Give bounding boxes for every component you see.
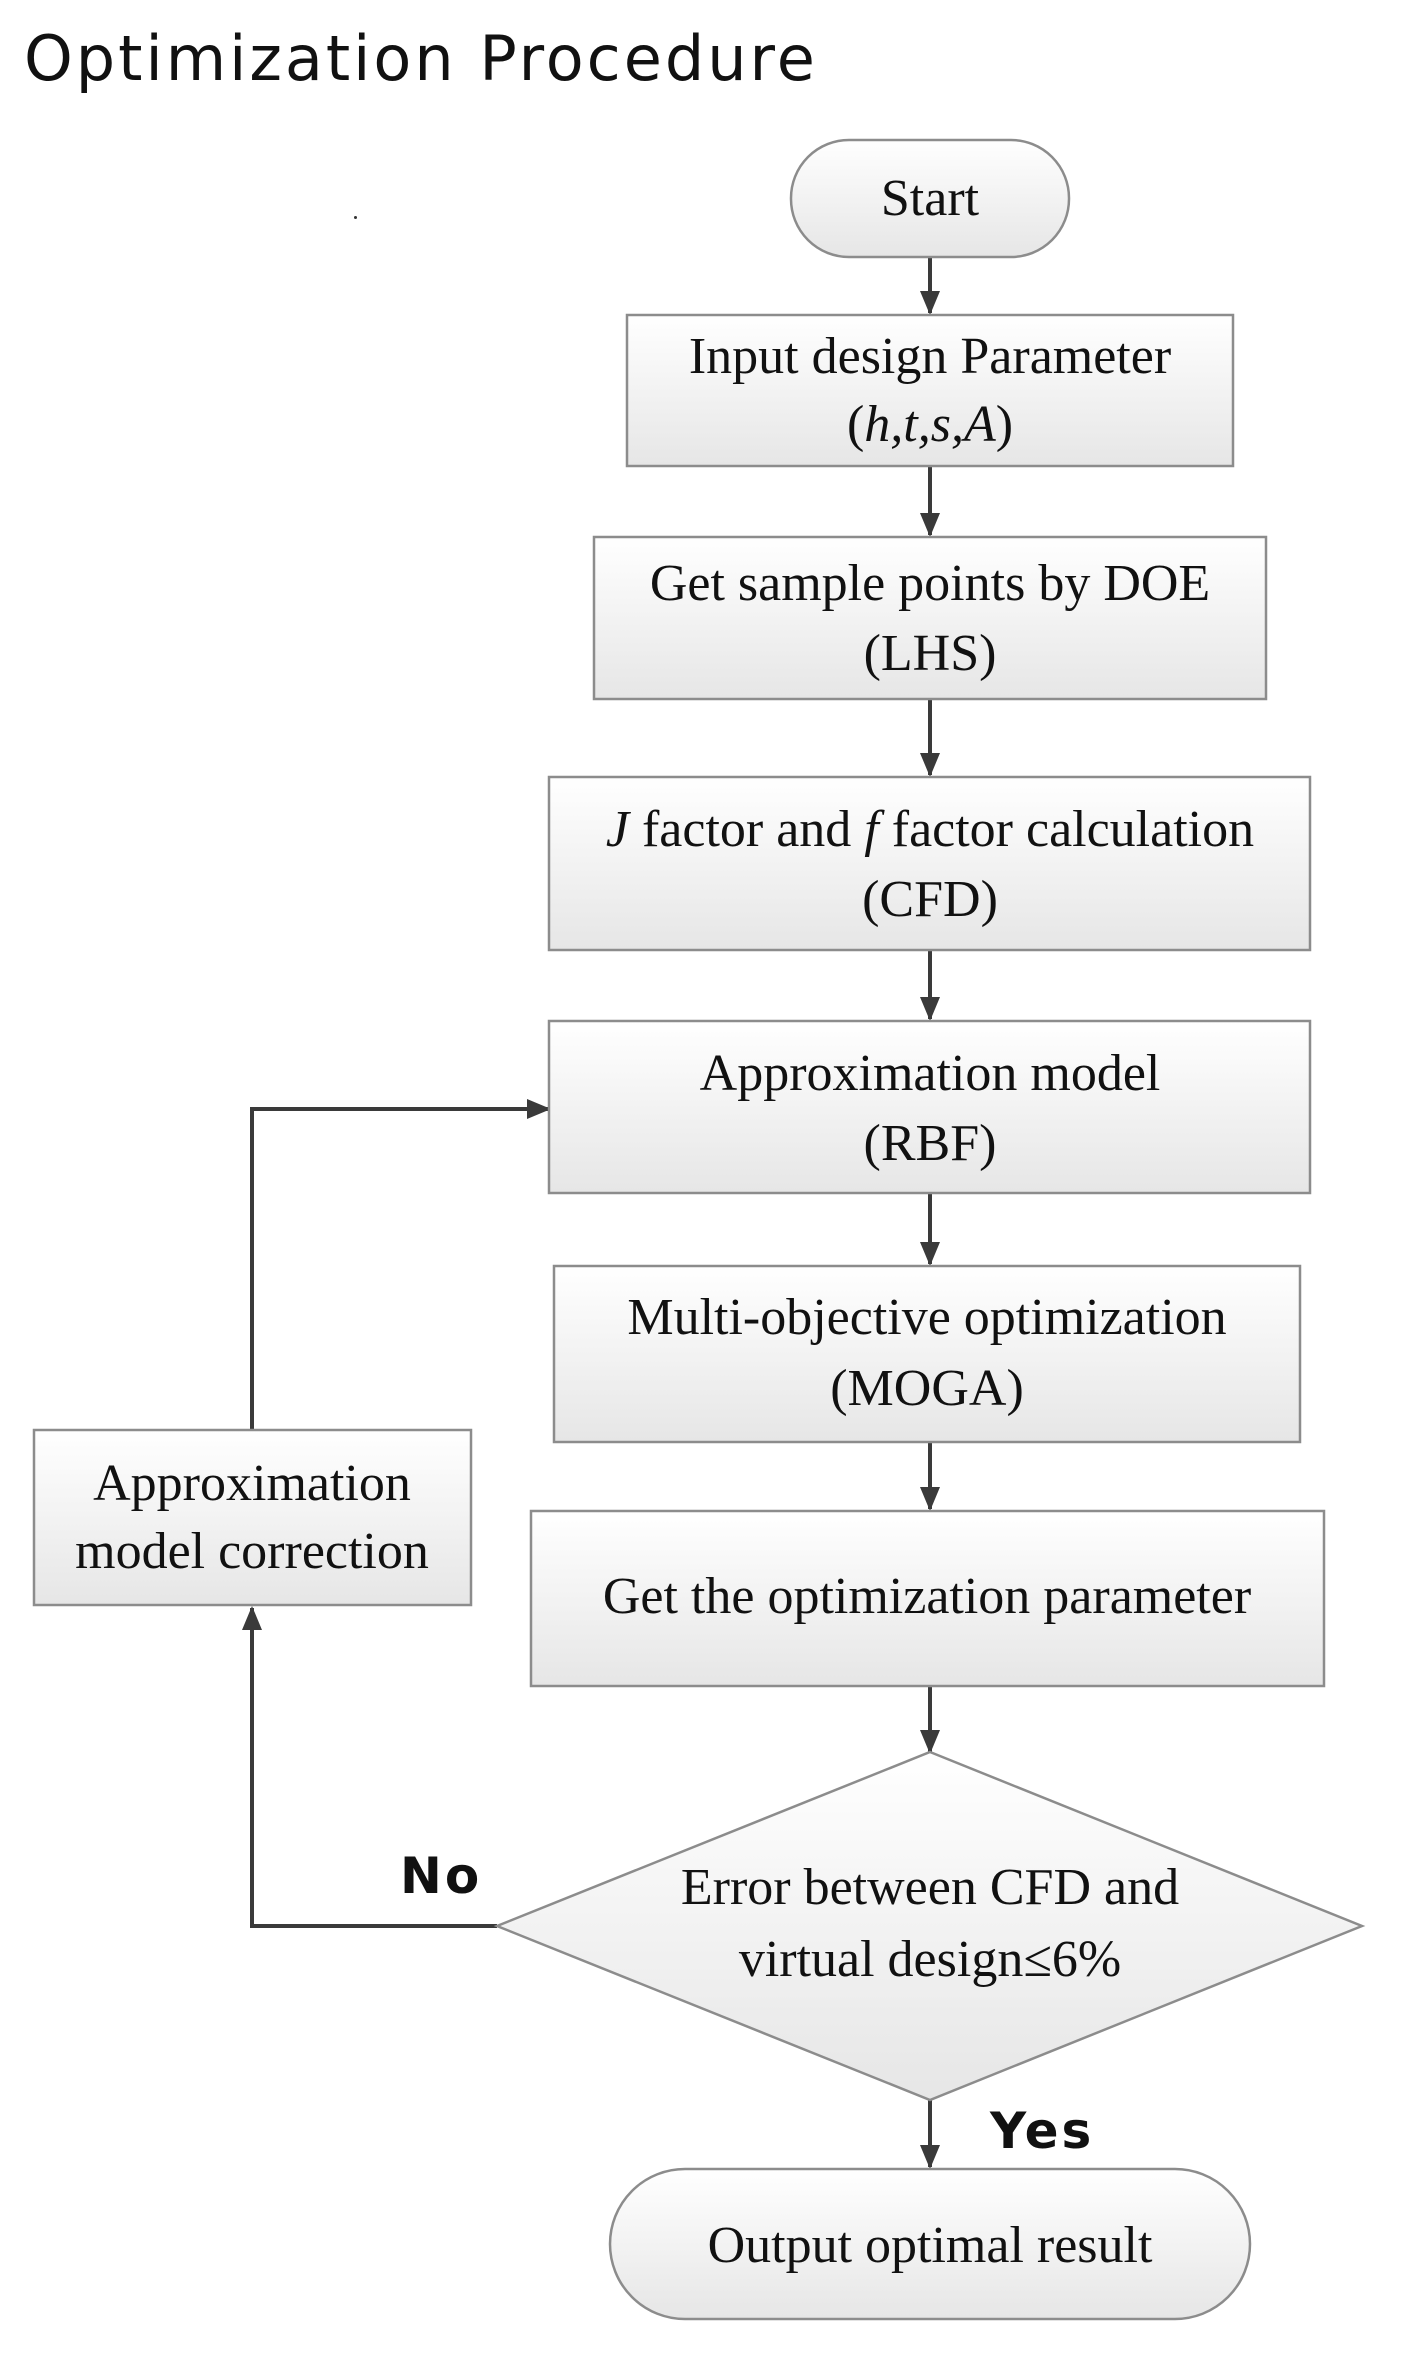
- arrow-no-to-correction: [242, 1606, 497, 1928]
- approx-model-box: Approximation model (RBF): [547, 1019, 1312, 1195]
- connectors: [242, 258, 940, 2169]
- get-params-box: Get the optimization parameter: [529, 1509, 1326, 1688]
- moga-line2: (MOGA): [830, 1360, 1024, 1417]
- output-terminal: Output optimal result: [608, 2167, 1252, 2321]
- decision-line1: Error between CFD and: [681, 1859, 1179, 1916]
- start-terminal: Start: [789, 138, 1071, 259]
- factor-calc-box: J factor and f factor calculation (CFD): [547, 775, 1312, 952]
- correction-line2: model correction: [75, 1523, 429, 1580]
- input-params-line2: (h,t,s,A): [847, 396, 1013, 453]
- page-title: Optimization Procedure: [24, 22, 818, 95]
- sample-points-line1: Get sample points by DOE: [650, 555, 1210, 612]
- moga-line1: Multi-objective optimization: [627, 1289, 1226, 1346]
- stray-dot: [354, 216, 357, 219]
- factor-calc-line1: J factor and f factor calculation: [606, 801, 1254, 858]
- approx-model-line1: Approximation model: [700, 1045, 1161, 1102]
- approx-model-line2: (RBF): [864, 1115, 997, 1172]
- factor-calc-line2: (CFD): [862, 871, 998, 928]
- decision-diamond: Error between CFD and virtual design≤6%: [493, 1750, 1366, 2102]
- output-label: Output optimal result: [708, 2217, 1153, 2274]
- correction-line1: Approximation: [93, 1455, 411, 1512]
- input-params-vars: h,t,s,A: [864, 396, 996, 453]
- input-params-box: Input design Parameter (h,t,s,A): [625, 313, 1235, 468]
- yes-label: Yes: [989, 2102, 1094, 2160]
- get-params-line1: Get the optimization parameter: [603, 1568, 1251, 1625]
- j-symbol: J: [606, 801, 632, 858]
- sample-points-line2: (LHS): [864, 625, 997, 682]
- input-params-line1: Input design Parameter: [689, 328, 1171, 385]
- start-label: Start: [881, 170, 980, 227]
- correction-box: Approximation model correction: [32, 1428, 473, 1607]
- decision-line2: virtual design≤6%: [739, 1931, 1121, 1988]
- arrow-correction-to-approx: [250, 1099, 551, 1430]
- sample-points-box: Get sample points by DOE (LHS): [592, 535, 1268, 701]
- moga-box: Multi-objective optimization (MOGA): [552, 1264, 1302, 1444]
- no-label: No: [400, 1847, 482, 1905]
